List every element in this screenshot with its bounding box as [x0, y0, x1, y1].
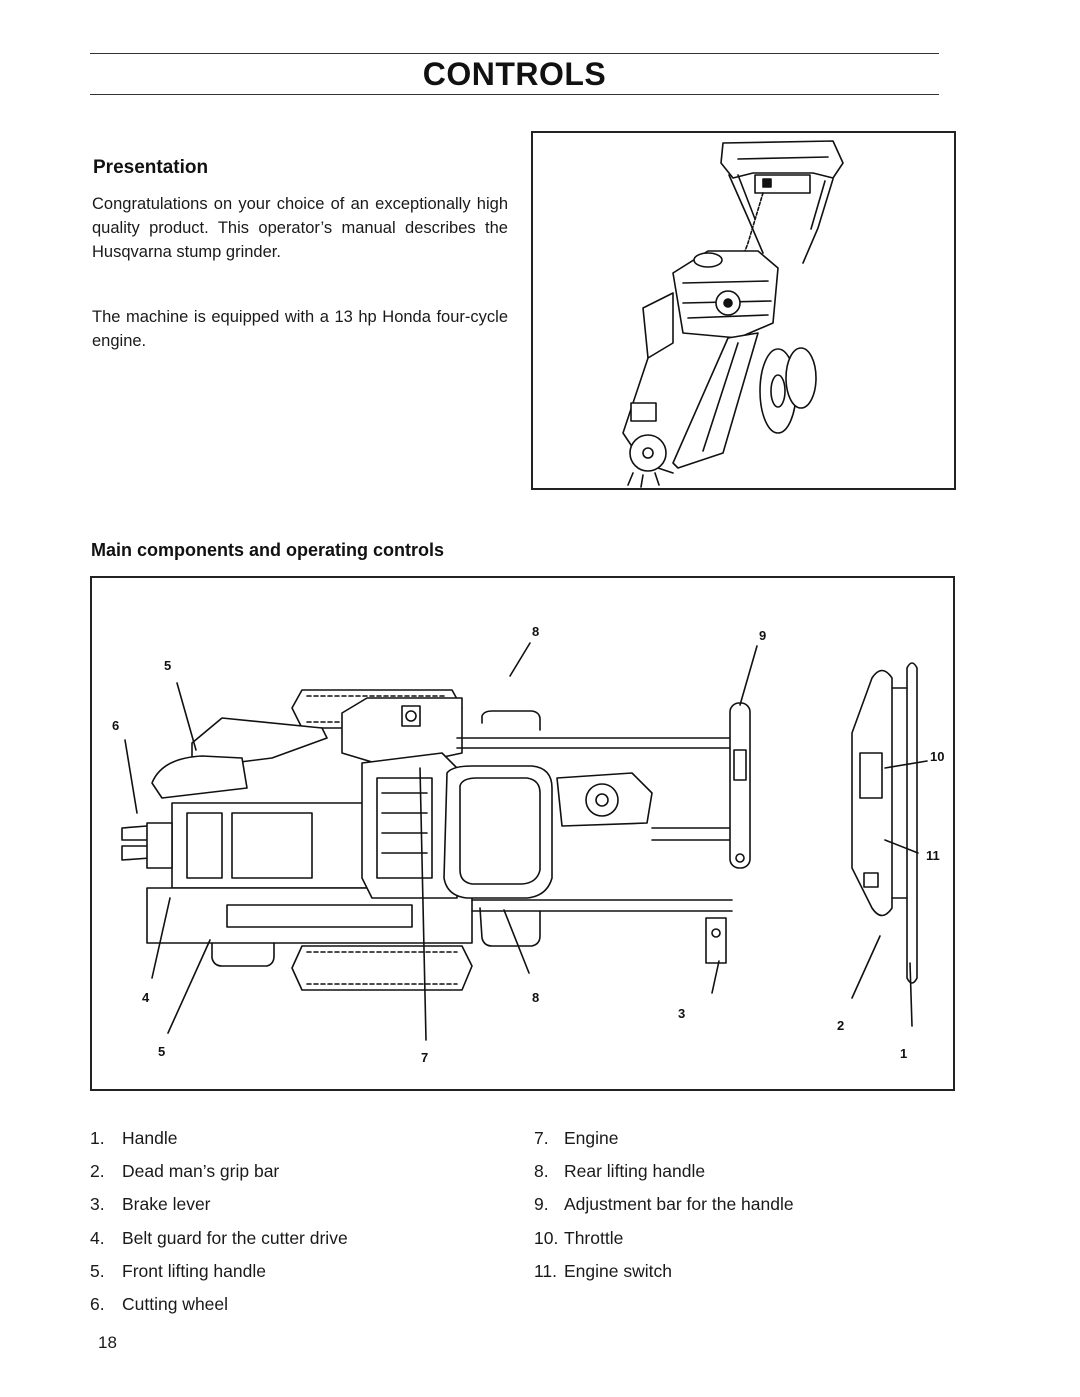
callout-8-bottom: 8: [532, 990, 539, 1005]
callout-9: 9: [759, 628, 766, 643]
callout-3: 3: [678, 1006, 685, 1021]
page-title: CONTROLS: [422, 56, 607, 92]
legend-item: 4.Belt guard for the cutter drive: [90, 1227, 348, 1248]
brake-lever: [705, 917, 727, 964]
machine-illustration: [531, 131, 956, 490]
legend-item: 6.Cutting wheel: [90, 1294, 229, 1315]
top-rule: [90, 53, 939, 54]
callout-5-bottom: 5: [158, 1044, 165, 1059]
legend-item: 9.Adjustment bar for the handle: [534, 1194, 794, 1215]
frame-rails: [456, 737, 733, 912]
callout-6: 6: [112, 718, 119, 733]
callout-1: 1: [900, 1046, 907, 1061]
legend-item: 3.Brake lever: [90, 1194, 211, 1215]
callout-7: 7: [421, 1050, 428, 1065]
engine-block: [361, 752, 458, 899]
callout-8-top: 8: [532, 624, 539, 639]
legend-item: 5.Front lifting handle: [90, 1260, 266, 1281]
presentation-paragraph: Congratulations on your choice of an exc…: [92, 195, 508, 261]
adjustment-bar: [729, 702, 751, 869]
callout-2: 2: [837, 1018, 844, 1033]
legend-item: 10.Throttle: [534, 1227, 624, 1248]
legend-item: 8.Rear lifting handle: [534, 1161, 706, 1182]
legend-item: 2.Dead man’s grip bar: [90, 1161, 280, 1182]
bottom-tire: [291, 945, 473, 991]
callout-5-top: 5: [164, 658, 171, 673]
belt-guard-top: [341, 697, 463, 769]
title-underline: [90, 94, 939, 95]
components-diagram: 8 9 5 6 10 11 4 8 3 2 5 7 1: [90, 576, 955, 1091]
legend-right: 7.Engine 8.Rear lifting handle 9.Adjustm…: [534, 1122, 794, 1288]
legend-left: 1.Handle 2.Dead man’s grip bar 3.Brake l…: [90, 1122, 348, 1321]
fuel-tank: [443, 765, 553, 899]
callout-11: 11: [926, 848, 940, 863]
page-number: 18: [98, 1333, 117, 1352]
legend-item: 11.Engine switch: [534, 1260, 672, 1281]
legend-item: 7.Engine: [534, 1128, 619, 1149]
presentation-heading: Presentation: [93, 157, 209, 178]
legend-item: 1.Handle: [90, 1128, 178, 1149]
callout-4: 4: [142, 990, 150, 1005]
engine-paragraph: The machine is equipped with a 13 hp Hon…: [92, 308, 508, 350]
callout-10: 10: [930, 749, 944, 764]
components-heading: Main components and operating controls: [91, 540, 445, 560]
